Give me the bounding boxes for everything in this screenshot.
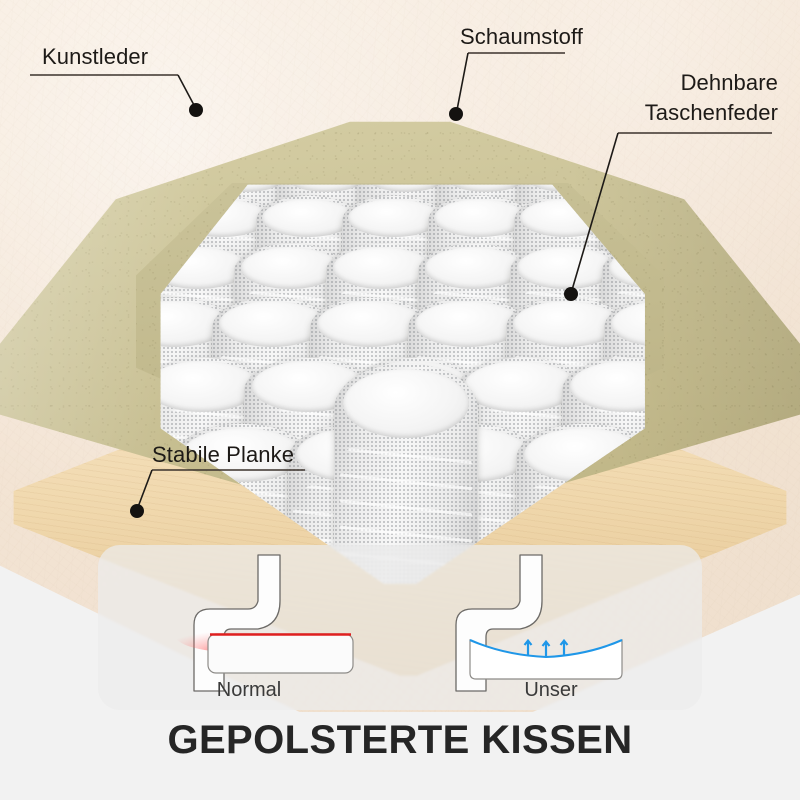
callout-taschenfeder: Dehnbare Taschenfeder xyxy=(564,70,778,301)
normal-cushion xyxy=(207,633,354,674)
callout-kunstleder-leader xyxy=(30,74,203,117)
callout-schaumstoff-dot xyxy=(449,107,463,121)
callout-planke-dot xyxy=(130,504,144,518)
support-arrows xyxy=(523,638,569,657)
callout-schaumstoff-leader xyxy=(449,52,565,121)
callout-planke-label: Stabile Planke xyxy=(152,442,295,467)
comparison-panel: Normal Unser xyxy=(98,545,702,710)
comparison-normal-caption: Normal xyxy=(216,679,282,701)
callout-kunstleder: Kunstleder xyxy=(30,44,203,117)
comparison-ours-caption: Unser xyxy=(524,679,578,701)
callout-taschenfeder-label: Dehnbare Taschenfeder xyxy=(644,70,778,125)
comparison-ours: Unser xyxy=(400,545,702,710)
ours-diagram xyxy=(455,554,623,692)
callout-schaumstoff-label: Schaumstoff xyxy=(460,24,583,49)
callout-schaumstoff: Schaumstoff xyxy=(449,24,583,121)
callout-kunstleder-dot xyxy=(189,103,203,117)
normal-diagram xyxy=(175,554,354,692)
callout-kunstleder-label: Kunstleder xyxy=(42,44,149,69)
page-title: GEPOLSTERTE KISSEN xyxy=(167,718,633,762)
comparison-normal: Normal xyxy=(98,545,400,710)
